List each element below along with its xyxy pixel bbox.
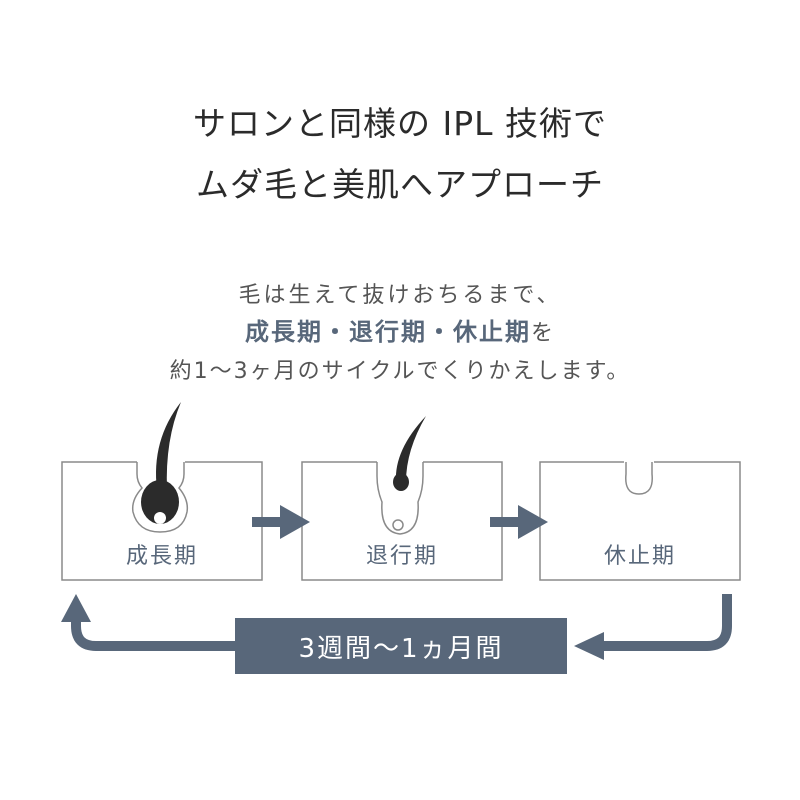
intro-emphasis: 成長期・退行期・休止期 xyxy=(244,318,531,346)
arrow-growth-to-regression xyxy=(252,505,310,539)
arrow-regression-to-rest xyxy=(490,505,548,539)
return-arrow-right xyxy=(574,594,732,660)
intro-suffix: を xyxy=(530,321,555,346)
rest-follicle-icon xyxy=(624,459,654,495)
intro-line-1: 毛は生えて抜けおちるまで、 xyxy=(238,283,562,308)
stage-label-growth: 成長期 xyxy=(125,544,198,569)
growth-follicle-icon xyxy=(131,402,189,533)
headline-line-1: サロンと同様の IPL 技術で xyxy=(193,104,607,143)
stage-label-rest: 休止期 xyxy=(603,544,676,569)
regression-follicle-icon xyxy=(376,416,426,535)
stage-box-rest xyxy=(539,461,741,581)
cycle-duration-label: 3週間～1ヵ月間 xyxy=(298,633,504,664)
intro-line-2: 成長期・退行期・休止期を xyxy=(0,320,800,345)
cycle-duration-box: 3週間～1ヵ月間 xyxy=(235,618,567,674)
stage-label-regression: 退行期 xyxy=(365,544,438,569)
return-arrow-left xyxy=(61,594,235,651)
intro-line-3: 約1～3ヶ月のサイクルでくりかえします。 xyxy=(169,359,631,384)
headline-line-2: ムダ毛と美肌へアプローチ xyxy=(196,165,604,204)
